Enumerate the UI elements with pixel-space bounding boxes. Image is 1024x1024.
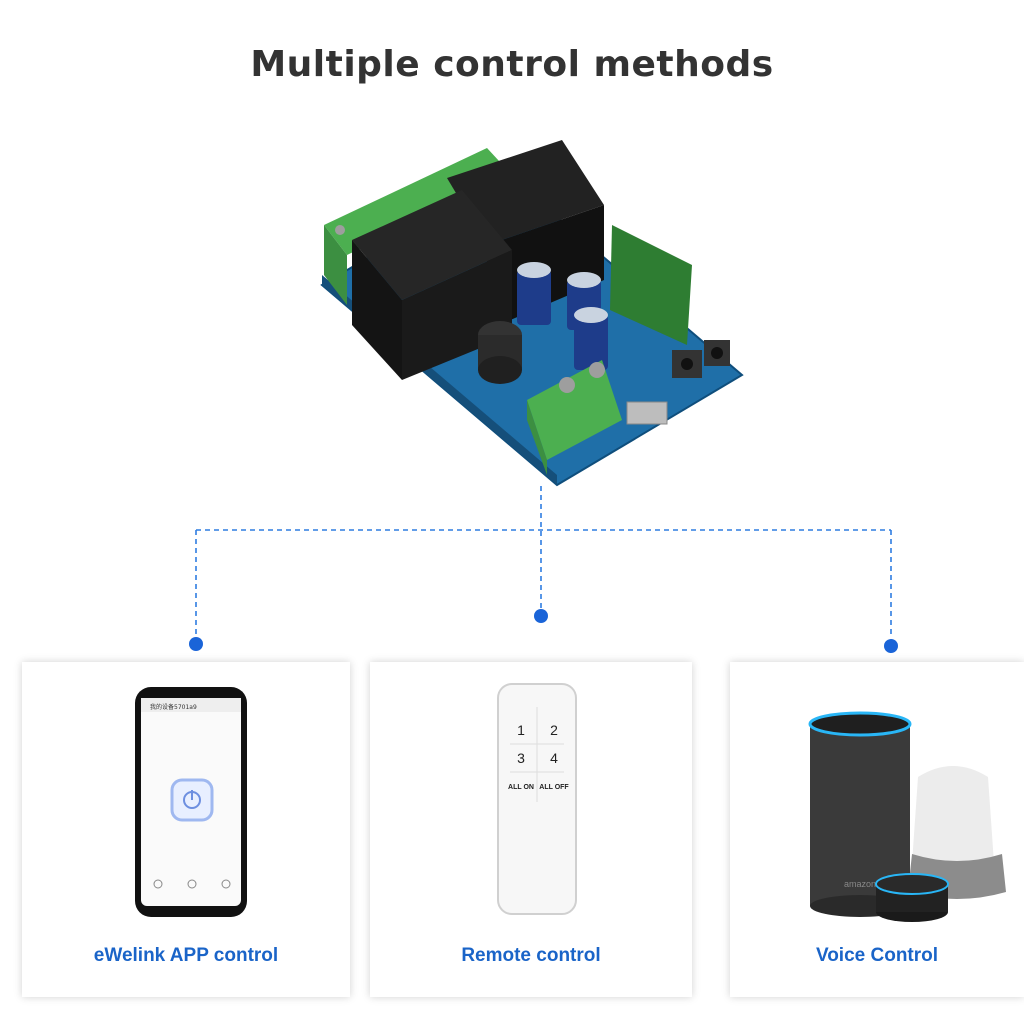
svg-text:4: 4	[550, 750, 558, 766]
remote-icon: 1 2 3 4 ALL ON ALL OFF	[497, 683, 577, 915]
method-card-app: 我的设备5701a9 eWelink APP control	[22, 662, 350, 997]
svg-text:1: 1	[517, 722, 525, 738]
connector-dot	[189, 637, 203, 651]
svg-text:3: 3	[517, 750, 525, 766]
method-label: eWelink APP control	[93, 945, 279, 966]
connector-dot	[884, 639, 898, 653]
method-card-voice: amazon Voice Control	[730, 662, 1024, 997]
method-label: Voice Control	[815, 945, 939, 966]
svg-text:ALL ON: ALL ON	[508, 784, 534, 791]
smart-speaker-icon: amazon	[808, 711, 1006, 922]
svg-text:ALL OFF: ALL OFF	[539, 784, 569, 791]
method-card-remote: 1 2 3 4 ALL ON ALL OFF Remote control	[370, 662, 692, 997]
svg-text:2: 2	[550, 722, 558, 738]
smartphone-app-icon: 我的设备5701a9	[135, 687, 247, 917]
relay-board-image	[312, 130, 752, 490]
svg-text:amazon: amazon	[844, 879, 876, 889]
connector-dot	[534, 609, 548, 623]
method-label: Remote control	[461, 945, 601, 966]
page-title: Multiple control methods	[250, 44, 774, 85]
svg-text:我的设备5701a9: 我的设备5701a9	[150, 703, 197, 711]
